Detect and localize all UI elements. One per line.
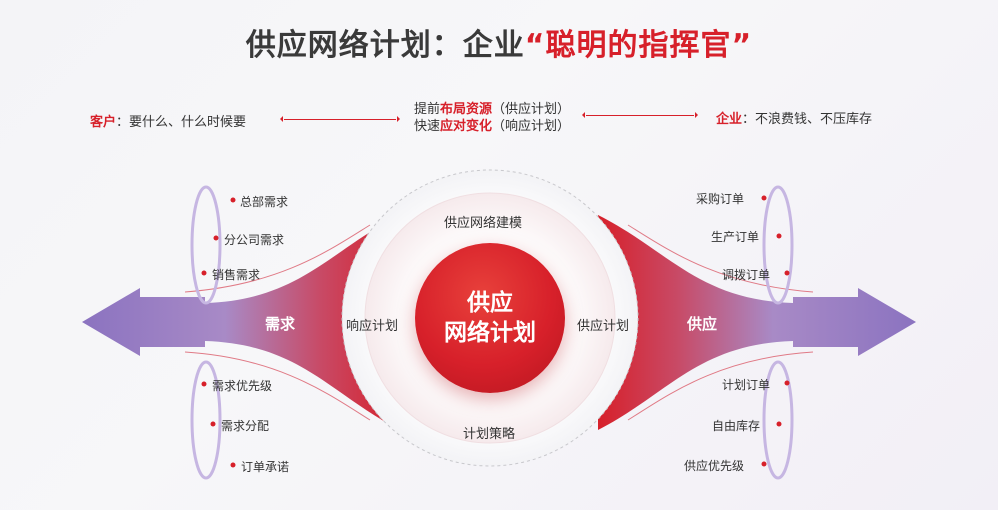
enterprise-label: 企业 [716, 112, 743, 127]
left-lower-ellipse [190, 360, 222, 480]
page-title: 供应网络计划：企业“聪明的指挥官” [0, 20, 998, 64]
customer-label: 客户 [90, 115, 117, 130]
ring-label-right: 供应计划 [577, 319, 630, 334]
left-item: 销售需求 [212, 268, 261, 282]
core-line-1: 供应 [467, 290, 513, 316]
middle-line-1-suffix: （供应计划） [492, 102, 571, 117]
left-item: 总部需求 [240, 195, 289, 209]
right-item: 自由库存 [712, 419, 761, 433]
title-prefix: 供应网络计划：企业 [245, 28, 525, 63]
right-item: 调拨订单 [722, 268, 771, 282]
enterprise-text: ：不浪费钱、不压库存 [742, 112, 873, 127]
middle-line-2-prefix: 快速 [414, 119, 441, 134]
right-upper-red-curve [627, 224, 814, 293]
middle-line-1-prefix: 提前 [414, 102, 441, 117]
right-item: 采购订单 [696, 192, 745, 206]
customer-statement: 客户：要什么、什么时候要 [90, 111, 246, 130]
demand-title: 需求 [265, 315, 296, 333]
left-item: 需求优先级 [212, 379, 273, 393]
core-circle: 供应 网络计划 [415, 243, 565, 393]
middle-line-2: 快速应对变化（响应计划） [414, 118, 570, 135]
supply-title: 供应 [687, 315, 718, 333]
right-item: 计划订单 [722, 378, 771, 392]
ring-label-bottom: 计划策略 [463, 427, 516, 442]
left-lower-red-curve [184, 351, 371, 421]
left-double-arrow [280, 116, 400, 122]
left-upper-red-curve [184, 224, 371, 293]
middle-statement: 提前布局资源（供应计划） 快速应对变化（响应计划） [414, 101, 570, 135]
middle-line-1-key: 布局资源 [440, 102, 493, 117]
enterprise-statement: 企业：不浪费钱、不压库存 [716, 108, 872, 127]
left-item: 需求分配 [221, 419, 270, 433]
core-line-2: 网络计划 [444, 320, 536, 346]
title-highlight: “聪明的指挥官” [524, 28, 753, 63]
left-item: 订单承诺 [241, 460, 290, 474]
right-item: 供应优先级 [684, 459, 745, 473]
left-item: 分公司需求 [224, 233, 285, 247]
ring-label-left: 响应计划 [346, 319, 399, 334]
middle-line-2-suffix: （响应计划） [492, 119, 571, 134]
middle-line-2-key: 应对变化 [440, 119, 493, 134]
right-lower-red-curve [627, 351, 814, 421]
demand-arrow [82, 215, 400, 430]
customer-text: ：要什么、什么时候要 [116, 115, 247, 130]
right-lower-ellipse [762, 360, 794, 480]
left-upper-ellipse [190, 185, 222, 305]
right-double-arrow [582, 112, 698, 118]
middle-line-1: 提前布局资源（供应计划） [414, 101, 570, 118]
right-upper-ellipse [762, 185, 794, 305]
supply-arrow [598, 215, 916, 430]
right-item: 生产订单 [711, 230, 760, 244]
ring-label-top: 供应网络建模 [444, 216, 523, 231]
